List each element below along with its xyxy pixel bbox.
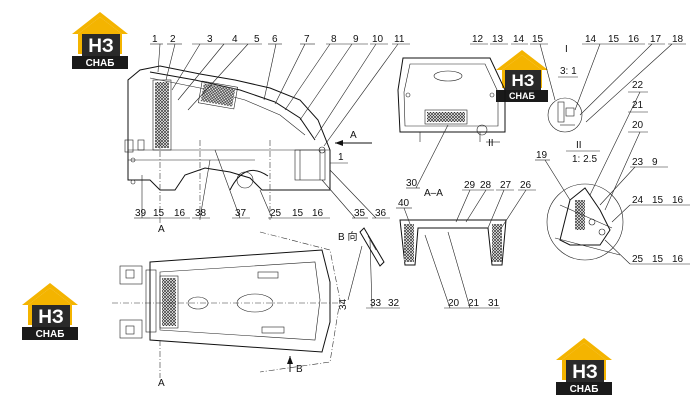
callout-34: 34 (338, 298, 349, 310)
callout-15-b: 15 (608, 34, 620, 45)
logo-word: СНАБ (86, 58, 115, 69)
callout-5: 5 (254, 34, 260, 45)
callout-36: 36 (375, 208, 387, 219)
callout-17: 17 (650, 34, 662, 45)
callout-14-a: 14 (513, 34, 525, 45)
callout-25-15: 15 (652, 254, 664, 265)
callout-1: 1 (152, 34, 158, 45)
callout-24-15: 15 (652, 195, 664, 206)
callout-21-bottom: 21 (468, 298, 480, 309)
brand-logo-top-left: НЗ СНАБ (72, 12, 128, 69)
detail-i-label: I (565, 44, 568, 55)
callout-30: 30 (406, 178, 418, 189)
callout-25-left: 25 (270, 208, 282, 219)
logo-mark: НЗ (512, 71, 535, 90)
callout-2: 2 (170, 34, 176, 45)
callout-31: 31 (488, 298, 500, 309)
callout-25: 25 (632, 254, 644, 265)
callout-15-a: 15 (532, 34, 544, 45)
callout-20: 20 (632, 120, 644, 131)
section-a-a-view: A–A 40 29 28 27 26 20 21 31 (396, 180, 536, 309)
callout-14-b: 14 (585, 34, 597, 45)
logo-mark: НЗ (38, 307, 64, 328)
callout-6: 6 (272, 34, 278, 45)
brand-logo-bottom-left: НЗ СНАБ (22, 283, 78, 340)
logo-word: СНАБ (570, 384, 599, 395)
detail-ii-marker: II (488, 138, 494, 149)
view-arrow-a-label: A (350, 130, 357, 141)
callout-39: 39 (135, 208, 147, 219)
callout-20-bottom: 20 (448, 298, 460, 309)
callout-39-15: 15 (153, 208, 165, 219)
callout-24-16: 16 (672, 195, 684, 206)
view-arrow-b-label: B (296, 364, 303, 375)
callout-23: 23 (632, 157, 644, 168)
callouts-top-left: 1 2 3 4 5 6 7 8 9 10 11 1 (150, 34, 410, 164)
callout-18: 18 (672, 34, 684, 45)
callout-19: 19 (536, 150, 548, 161)
callout-25-left-15: 15 (292, 208, 304, 219)
side-view-hood: A A (124, 65, 372, 235)
detail-ii-label: II (576, 140, 582, 151)
callout-16: 16 (628, 34, 640, 45)
callout-9-detail: 9 (652, 157, 658, 168)
view-b: B 向 33 32 34 (338, 227, 400, 310)
logo-word: СНАБ (509, 91, 535, 101)
callouts-top-right: 12 13 14 15 I 3: 1 14 15 16 17 18 II 1: … (470, 34, 686, 165)
view-b-title: B 向 (338, 230, 357, 243)
callout-25-16: 16 (672, 254, 684, 265)
callout-37: 37 (235, 208, 247, 219)
callout-39-16: 16 (174, 208, 186, 219)
callout-4: 4 (232, 34, 238, 45)
logo-word: СНАБ (36, 329, 65, 340)
callout-26: 26 (520, 180, 532, 191)
callout-3: 3 (207, 34, 213, 45)
logo-mark: НЗ (88, 36, 114, 57)
callouts-bottom-left-side: 39 15 16 38 37 25 15 16 35 36 (134, 149, 390, 219)
callouts-right-vertical: 22 21 20 (589, 80, 648, 211)
brand-logo-bottom-right: НЗ СНАБ (556, 338, 612, 395)
detail-ii-scale: 1: 2.5 (572, 154, 597, 165)
callout-9: 9 (353, 34, 359, 45)
callout-25-left-16: 16 (312, 208, 324, 219)
section-a-a-title: A–A (424, 188, 443, 199)
detail-ii-view: 19 23 9 24 15 16 25 15 16 (535, 150, 690, 265)
callout-13: 13 (492, 34, 504, 45)
callout-10: 10 (372, 34, 384, 45)
brand-logo-center: НЗ СНАБ (496, 50, 548, 102)
callout-21: 21 (632, 100, 644, 111)
callout-40: 40 (398, 198, 410, 209)
callout-35: 35 (354, 208, 366, 219)
callout-11: 11 (394, 34, 405, 45)
callout-24: 24 (632, 195, 644, 206)
detail-i-scale: 3: 1 (560, 66, 577, 77)
callout-1-right: 1 (338, 152, 344, 163)
callout-7: 7 (304, 34, 310, 45)
callout-38: 38 (195, 208, 207, 219)
callout-12: 12 (472, 34, 484, 45)
callout-27: 27 (500, 180, 512, 191)
plan-view: A B (112, 231, 345, 389)
section-mark-a-bottom: A (158, 378, 165, 389)
callout-28: 28 (480, 180, 492, 191)
callout-32: 32 (388, 298, 400, 309)
section-mark-a-top: A (158, 224, 165, 235)
callout-29: 29 (464, 180, 476, 191)
front-view: 30 II (397, 57, 506, 189)
callout-33: 33 (370, 298, 382, 309)
logo-mark: НЗ (572, 362, 598, 383)
callout-8: 8 (331, 34, 337, 45)
callout-22: 22 (632, 80, 644, 91)
